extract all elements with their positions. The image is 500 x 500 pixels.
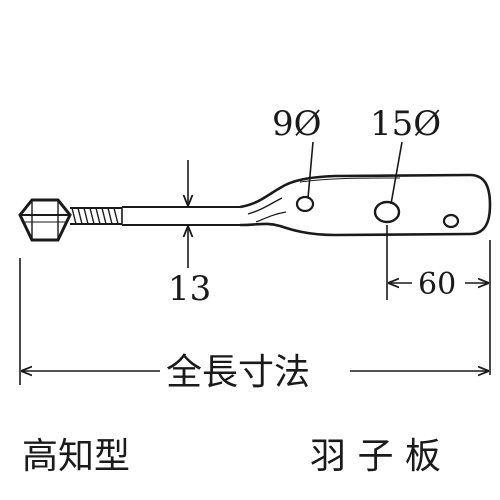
leader-15mm	[390, 141, 403, 205]
leader-9mm	[307, 141, 314, 199]
label-overall-length: 全長寸法	[166, 352, 310, 393]
hole-9mm	[295, 195, 315, 213]
label-part-name: 羽 子 板	[310, 436, 441, 477]
label-hole-small: 9Ø	[272, 104, 322, 144]
label-shaft-dimension: 13	[168, 269, 211, 309]
label-hole-spacing: 60	[418, 267, 456, 302]
hole-end	[442, 213, 460, 229]
threaded-rod	[70, 207, 122, 225]
hagoita-bolt	[18, 173, 492, 242]
hole-15mm	[373, 200, 401, 224]
dimension-lines	[19, 141, 491, 385]
hex-nut	[18, 198, 72, 242]
label-type-name: 高知型	[22, 436, 130, 477]
shaft	[121, 206, 240, 226]
label-hole-large: 15Ø	[370, 104, 441, 144]
